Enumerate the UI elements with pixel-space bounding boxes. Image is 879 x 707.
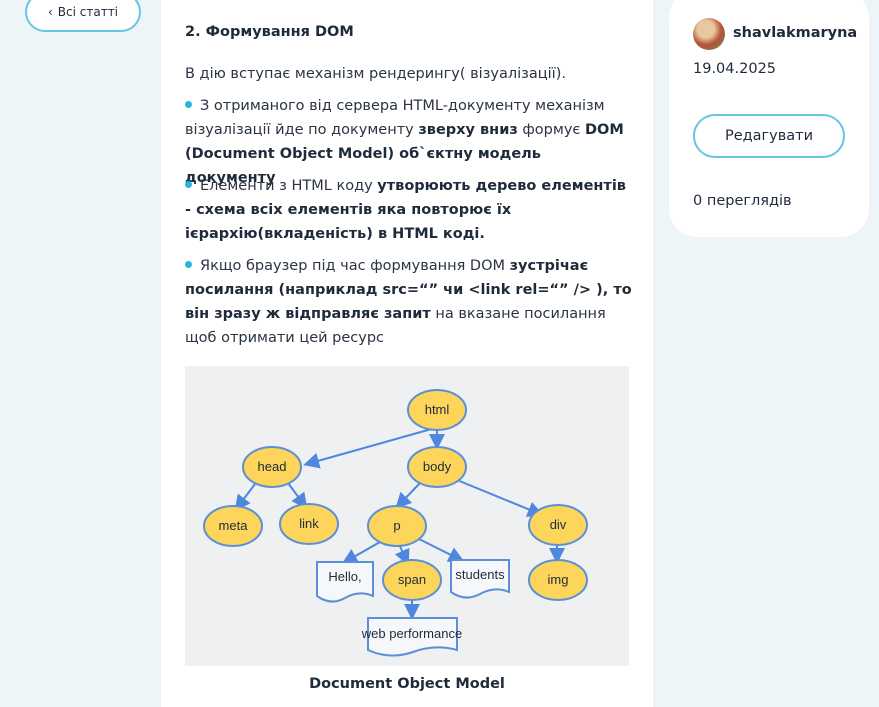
label-students: students bbox=[455, 567, 505, 582]
diagram-doc-nodes bbox=[316, 559, 510, 657]
label-body: body bbox=[423, 459, 452, 474]
label-img: img bbox=[548, 572, 569, 587]
dom-tree-diagram: html head body meta link p div Hello, sp… bbox=[185, 366, 629, 666]
label-hello: Hello, bbox=[328, 569, 361, 584]
edge-head-meta bbox=[234, 483, 256, 512]
node-meta bbox=[203, 505, 263, 547]
diagram-edges bbox=[234, 427, 565, 620]
bullet-dot-icon bbox=[185, 101, 192, 108]
edge-p-students bbox=[416, 537, 465, 562]
article-content: 2. Формування DOM В дію вступає механізм… bbox=[161, 0, 653, 707]
label-meta: meta bbox=[219, 518, 249, 533]
node-p bbox=[367, 505, 427, 547]
label-link: link bbox=[299, 516, 319, 531]
edge-p-hello bbox=[341, 541, 381, 564]
label-html: html bbox=[425, 402, 450, 417]
edit-button[interactable]: Редагувати bbox=[693, 114, 845, 158]
bullet-text: З отриманого від сервера HTML-документу … bbox=[185, 98, 605, 138]
label-webperf: web performance bbox=[361, 626, 462, 641]
bullet-bold-text: утворюють дерево елементів - схема всіх … bbox=[185, 178, 626, 242]
diagram-nodes bbox=[203, 389, 588, 601]
node-students bbox=[450, 559, 510, 599]
bullet-bold-text: зверху вниз bbox=[418, 122, 518, 138]
bullet-item-3: Якщо браузер під час формування DOM зуст… bbox=[185, 254, 635, 350]
bullet-item-2: Елементи з HTML коду утворюють дерево ел… bbox=[185, 174, 635, 246]
author-username[interactable]: shavlakmaryna bbox=[733, 25, 858, 41]
label-span: span bbox=[398, 572, 426, 587]
back-to-articles-button[interactable]: ‹ Всі статті bbox=[25, 0, 141, 32]
chevron-left-icon: ‹ bbox=[47, 5, 53, 19]
edge-head-link bbox=[287, 482, 308, 510]
bullet-bold-text: зустрічає посилання (наприклад src=“” чи… bbox=[185, 258, 632, 322]
bullet-item-1: З отриманого від сервера HTML-документу … bbox=[185, 94, 635, 190]
author-card: shavlakmaryna 19.04.2025 Редагувати 0 пе… bbox=[669, 0, 869, 237]
diagram-labels: html head body meta link p div Hello, sp… bbox=[219, 402, 569, 641]
bullet-dot-icon bbox=[185, 261, 192, 268]
node-img bbox=[528, 559, 588, 601]
dom-tree-svg: html head body meta link p div Hello, sp… bbox=[203, 389, 588, 657]
avatar[interactable] bbox=[693, 18, 725, 50]
node-link bbox=[279, 503, 339, 545]
back-to-articles-label: Всі статті bbox=[57, 5, 119, 19]
label-p: p bbox=[393, 518, 400, 533]
edge-html-head bbox=[303, 427, 436, 469]
node-webperf bbox=[367, 617, 458, 657]
edge-body-div bbox=[456, 479, 544, 517]
node-div bbox=[528, 504, 588, 546]
bullet-text: формує bbox=[517, 122, 585, 138]
node-head bbox=[242, 446, 302, 488]
bullet-bold-text: DOM (Document Object Model) об`єктну мод… bbox=[185, 122, 624, 186]
bullet-text: Елементи з HTML коду bbox=[200, 178, 378, 194]
bullet-text: Якщо браузер під час формування DOM bbox=[200, 258, 510, 274]
edge-body-p bbox=[395, 482, 421, 509]
node-html bbox=[407, 389, 467, 431]
bullet-text: на вказане посилання щоб отримати цей ре… bbox=[185, 306, 606, 346]
figure-caption: Document Object Model bbox=[309, 676, 505, 692]
section-heading: 2. Формування DOM bbox=[185, 24, 354, 40]
publish-date: 19.04.2025 bbox=[693, 61, 777, 77]
edge-p-span bbox=[394, 543, 410, 566]
label-head: head bbox=[258, 459, 287, 474]
intro-paragraph: В дію вступає механізм рендерингу( візуа… bbox=[185, 66, 566, 82]
node-span bbox=[382, 559, 442, 601]
node-body bbox=[407, 446, 467, 488]
views-count: 0 переглядів bbox=[693, 193, 792, 209]
label-div: div bbox=[550, 517, 567, 532]
bullet-dot-icon bbox=[185, 181, 192, 188]
node-hello bbox=[316, 561, 374, 603]
